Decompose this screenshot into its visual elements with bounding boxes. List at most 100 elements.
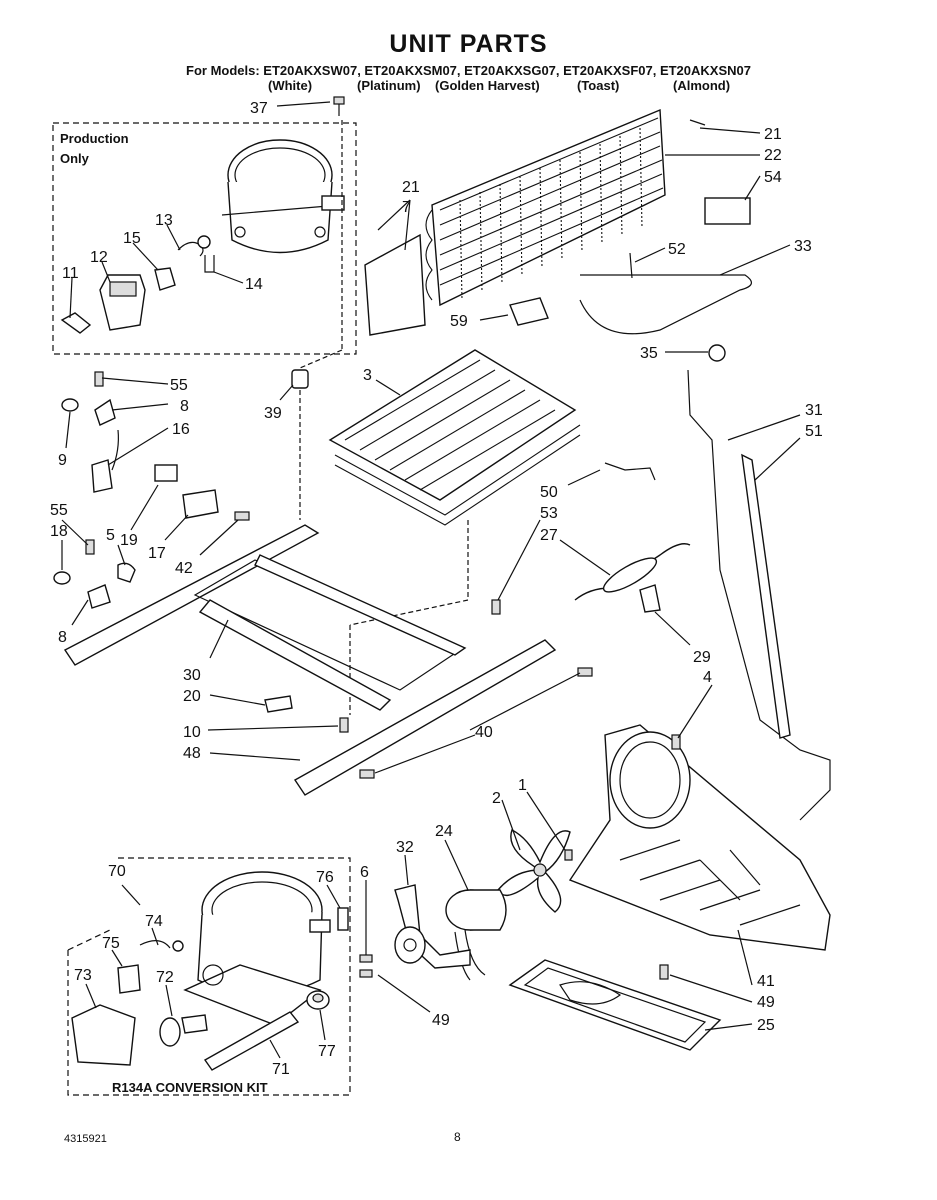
part-16 <box>91 459 113 493</box>
wire-part-74 <box>139 940 171 949</box>
callout-27: 27 <box>540 527 558 544</box>
compressor-production <box>221 139 345 254</box>
callout-13: 13 <box>155 212 173 229</box>
clip-part-14 <box>204 255 215 273</box>
callout-2: 2 <box>492 790 501 807</box>
callout-41: 41 <box>757 973 775 990</box>
evaporator-coil <box>328 349 581 526</box>
callout-4: 4 <box>703 669 712 686</box>
callout-7: 7 <box>402 199 411 216</box>
callout-52: 52 <box>668 241 686 258</box>
callout-49-left: 49 <box>432 1012 450 1029</box>
screw-part-53 <box>491 599 501 615</box>
callout-48: 48 <box>183 745 201 762</box>
callout-18: 18 <box>50 523 68 540</box>
screw-part-49-right <box>659 964 669 980</box>
callout-30: 30 <box>183 667 201 684</box>
callout-39: 39 <box>264 405 282 422</box>
screw-part-37 <box>333 96 345 116</box>
callout-37: 37 <box>250 100 268 117</box>
grommet-part-35 <box>708 344 726 362</box>
drier-part-27 <box>574 543 691 601</box>
screw-part-55-upper <box>94 371 104 387</box>
color-label-almond: (Almond) <box>673 78 731 93</box>
callout-17: 17 <box>148 545 166 562</box>
callout-70: 70 <box>108 863 126 880</box>
drain-pan-part-25 <box>508 959 722 1051</box>
callout-54: 54 <box>764 169 782 186</box>
relay-part-73 <box>71 1004 136 1066</box>
callout-1: 1 <box>518 777 527 794</box>
part-1 <box>564 849 573 861</box>
callout-25: 25 <box>757 1017 775 1034</box>
part-76 <box>337 907 349 931</box>
callout-74: 74 <box>145 913 163 930</box>
production-only-box <box>52 122 357 355</box>
clip-part-20 <box>264 695 293 713</box>
callout-77: 77 <box>318 1043 336 1060</box>
screw-part-6 <box>359 954 373 963</box>
callout-55-upper: 55 <box>170 377 188 394</box>
callout-21-top: 21 <box>764 126 782 143</box>
callout-33: 33 <box>794 238 812 255</box>
tube-part-33 <box>579 274 752 335</box>
clip-part-11 <box>60 312 92 334</box>
motor-mount <box>394 926 426 964</box>
page-title: UNIT PARTS <box>389 30 548 58</box>
callout-11: 11 <box>62 265 79 282</box>
color-label-golden-harvest: (Golden Harvest) <box>435 78 540 93</box>
part-5 <box>117 562 136 583</box>
compressor-kit <box>183 871 331 1026</box>
production-label-line1: Production <box>60 131 129 146</box>
callout-76: 76 <box>316 869 334 886</box>
part-72 <box>159 1014 208 1047</box>
document-number: 4315921 <box>64 1133 107 1145</box>
screw-part-42 <box>234 511 250 521</box>
fan-blade-part-2 <box>497 829 571 913</box>
callout-8-upper: 8 <box>180 398 189 415</box>
callout-10: 10 <box>183 724 201 741</box>
part-59 <box>509 297 549 326</box>
part-9 <box>61 398 79 412</box>
kit-label: R134A CONVERSION KIT <box>112 1080 268 1095</box>
page-number: 8 <box>454 1130 461 1144</box>
base-plate-41 <box>568 724 831 951</box>
callout-49-right: 49 <box>757 994 775 1011</box>
color-label-toast: (Toast) <box>577 78 620 93</box>
bracket-part-7 <box>364 233 426 336</box>
clip-part-50 <box>604 462 656 481</box>
callout-3: 3 <box>363 367 372 384</box>
part-8-lower <box>87 584 111 609</box>
relay-part-12 <box>99 274 146 331</box>
grommet-part-39 <box>291 369 309 520</box>
grommet-part-77 <box>306 990 330 1010</box>
callout-50: 50 <box>540 484 558 501</box>
tube-part-51 <box>741 453 791 739</box>
screw-part-4 <box>671 734 681 750</box>
screw-part-49-left <box>359 969 373 978</box>
production-label-line2: Only <box>60 151 90 166</box>
models-line: For Models: ET20AKXSW07, ET20AKXSM07, ET… <box>186 63 751 78</box>
frame-rail-30 <box>63 524 467 711</box>
callout-16: 16 <box>172 421 190 438</box>
callout-6: 6 <box>360 864 369 881</box>
callout-12: 12 <box>90 249 108 266</box>
color-label-white: (White) <box>268 78 313 93</box>
part-8-upper <box>94 398 116 426</box>
part-17 <box>182 489 219 519</box>
callout-55-lower: 55 <box>50 502 68 519</box>
callout-15: 15 <box>123 230 141 247</box>
color-label-platinum: (Platinum) <box>357 78 421 93</box>
callout-40: 40 <box>475 724 493 741</box>
part-19-box <box>154 464 178 482</box>
callout-19: 19 <box>120 532 138 549</box>
callout-8-lower: 8 <box>58 629 67 646</box>
callout-53: 53 <box>540 505 558 522</box>
callout-24: 24 <box>435 823 453 840</box>
callout-numbers: 37 21 22 54 21 7 52 33 59 35 13 15 12 11… <box>50 100 823 1078</box>
rail-part-48 <box>293 639 557 796</box>
tube-part-31 <box>687 369 831 821</box>
screw-part-10 <box>339 717 349 733</box>
